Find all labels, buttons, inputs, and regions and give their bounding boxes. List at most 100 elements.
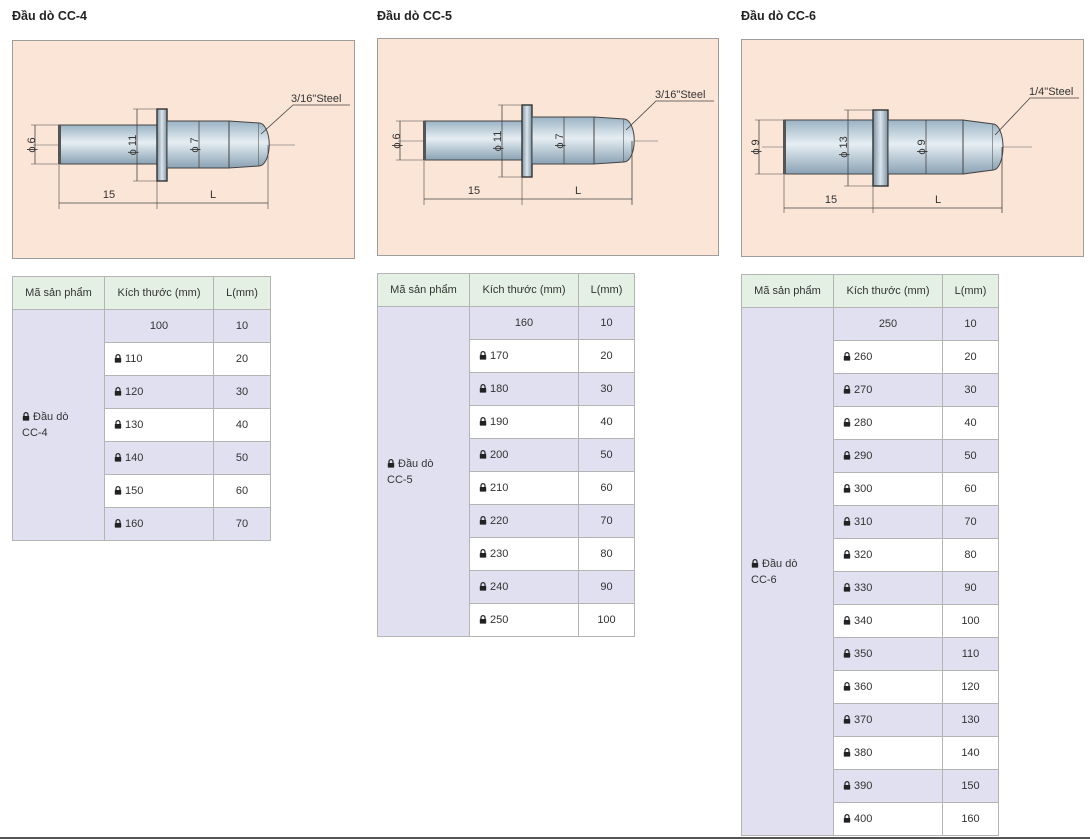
length-cell: 100: [942, 604, 999, 638]
size-value: 220: [490, 515, 509, 527]
size-cell[interactable]: 210: [469, 471, 579, 505]
size-value: 360: [854, 681, 873, 693]
shank-diameter-label: ϕ 9: [750, 139, 762, 154]
length-cell: 90: [578, 570, 635, 604]
size-value: 180: [490, 383, 509, 395]
size-cell[interactable]: 220: [469, 504, 579, 538]
size-cell[interactable]: 290: [833, 439, 943, 473]
table-header-row: Mã sản phẩm Kích thước (mm) L(mm): [377, 273, 635, 307]
lock-icon: [843, 615, 854, 627]
size-cell[interactable]: 310: [833, 505, 943, 539]
size-cell[interactable]: 260: [833, 340, 943, 374]
lock-icon: [479, 614, 490, 626]
header-product-code: Mã sản phẩm: [12, 276, 105, 310]
size-cell[interactable]: 200: [469, 438, 579, 472]
lock-icon: [843, 582, 854, 594]
length-cell: 90: [942, 571, 999, 605]
length-cell: 50: [578, 438, 635, 472]
size-cell[interactable]: 240: [469, 570, 579, 604]
size-value: 370: [854, 714, 873, 726]
table-row: 200 50: [378, 438, 635, 472]
length-cell: 10: [942, 307, 999, 341]
size-cell: 100: [104, 309, 214, 343]
lock-icon: [843, 351, 854, 363]
size-cell[interactable]: 350: [833, 637, 943, 671]
header-size: Kích thước (mm): [104, 276, 214, 310]
size-cell[interactable]: 390: [833, 769, 943, 803]
size-cell[interactable]: 300: [833, 472, 943, 506]
size-value: 380: [854, 747, 873, 759]
size-cell[interactable]: 250: [469, 603, 579, 637]
size-cell[interactable]: 120: [104, 375, 214, 409]
size-cell[interactable]: 400: [833, 802, 943, 836]
size-cell[interactable]: 380: [833, 736, 943, 770]
size-cell[interactable]: 360: [833, 670, 943, 704]
length-cell: 10: [213, 309, 271, 343]
size-cell[interactable]: 320: [833, 538, 943, 572]
length-cell: 130: [942, 703, 999, 737]
lock-icon: [22, 411, 33, 423]
size-cell[interactable]: 150: [104, 474, 214, 508]
size-value: 320: [854, 549, 873, 561]
length-cell: 140: [942, 736, 999, 770]
lock-icon: [843, 681, 854, 693]
size-value: 190: [490, 416, 509, 428]
size-value: 240: [490, 581, 509, 593]
lock-icon: [114, 518, 125, 530]
ball-label: 3/16"Steel: [291, 93, 341, 105]
size-cell[interactable]: 280: [833, 406, 943, 440]
spec-table: Mã sản phẩm Kích thước (mm) L(mm) Đầu dò…: [741, 274, 999, 836]
size-value: 310: [854, 516, 873, 528]
product-code-line1: Đầu dò: [398, 457, 434, 470]
size-cell[interactable]: 190: [469, 405, 579, 439]
header-size: Kích thước (mm): [469, 273, 579, 307]
size-cell[interactable]: 140: [104, 441, 214, 475]
size-cell: 160: [469, 306, 579, 340]
size-cell[interactable]: 370: [833, 703, 943, 737]
size-value: 270: [854, 384, 873, 396]
length-cell: 30: [942, 373, 999, 407]
length-cell: 70: [578, 504, 635, 538]
header-size: Kích thước (mm): [833, 274, 943, 308]
size-cell[interactable]: 230: [469, 537, 579, 571]
table-row: 370 130: [742, 703, 999, 737]
size-value: 200: [490, 449, 509, 461]
lock-icon: [843, 648, 854, 660]
size-cell[interactable]: 340: [833, 604, 943, 638]
size-cell[interactable]: 170: [469, 339, 579, 373]
var-length-label: L: [935, 194, 941, 206]
length-cell: 30: [213, 375, 271, 409]
size-cell[interactable]: 330: [833, 571, 943, 605]
tip-diameter-label: ϕ 9: [916, 139, 928, 154]
lock-icon: [843, 780, 854, 792]
lock-icon: [114, 386, 125, 398]
size-cell[interactable]: 270: [833, 373, 943, 407]
lock-icon: [479, 482, 490, 494]
size-value: 250: [490, 614, 509, 626]
lock-icon: [114, 419, 125, 431]
size-cell[interactable]: 160: [104, 507, 214, 541]
lock-icon: [843, 549, 854, 561]
header-length: L(mm): [578, 273, 635, 307]
table-row: 240 90: [378, 570, 635, 604]
size-cell[interactable]: 110: [104, 342, 214, 376]
shank-diameter-label: ϕ 6: [391, 133, 403, 148]
shank-diameter-label: ϕ 6: [26, 137, 38, 152]
size-cell[interactable]: 180: [469, 372, 579, 406]
flange-diameter-label: ϕ 13: [838, 136, 850, 157]
size-value: 350: [854, 648, 873, 660]
size-cell[interactable]: 130: [104, 408, 214, 442]
